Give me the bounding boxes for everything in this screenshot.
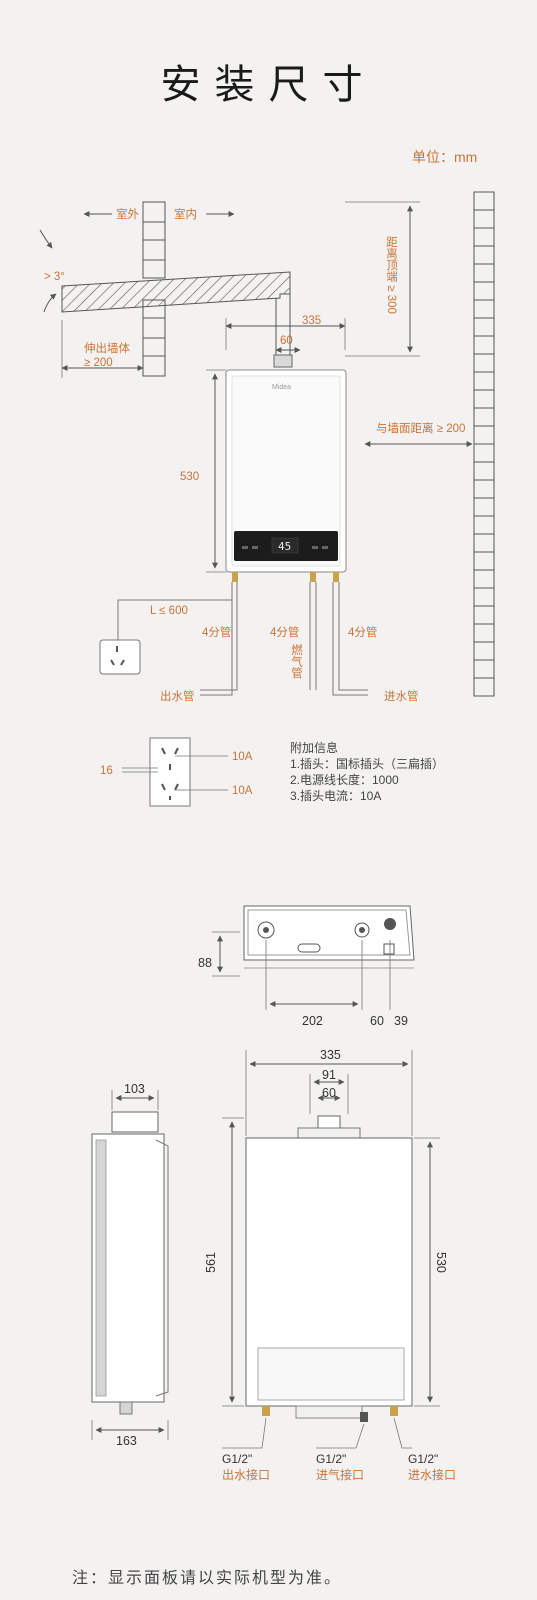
inlet-name: 进水接口 [408, 1468, 457, 1482]
cable-length-label: L ≤ 600 [150, 605, 188, 617]
outdoor-label: 室外 [116, 209, 139, 221]
extend-value: ≥ 200 [84, 357, 113, 369]
pipe-mid-label: 4分管 [270, 627, 300, 639]
gas-name: 进气接口 [316, 1468, 365, 1482]
outlet-label: 出水管 [160, 691, 195, 703]
indoor-label: 室内 [174, 209, 197, 221]
unit-label: 单位：mm [412, 149, 478, 165]
info-title: 附加信息 [290, 741, 339, 755]
dim-88: 88 [198, 956, 212, 970]
dim-163: 163 [116, 1434, 137, 1448]
plug-current-top: 10A [232, 751, 253, 763]
display-readout: 45 [278, 540, 292, 553]
bottom-view [243, 905, 415, 961]
gas-pipe-label: 燃气管 [290, 644, 302, 679]
right-wall [473, 191, 495, 697]
slope-label: > 3° [44, 271, 65, 283]
top-distance-label: 距离顶端 ≥ 300 [385, 236, 397, 314]
height-530-label: 530 [180, 471, 200, 483]
heater-flue-collar [273, 354, 293, 368]
dim-39: 39 [394, 1014, 408, 1028]
flue-pipe [61, 271, 291, 313]
page-title: 安装尺寸 [160, 63, 377, 107]
info-item: 1.插头：国标插头（三扁插） [290, 757, 445, 771]
dim-60-front: 60 [322, 1086, 336, 1100]
info-item: 3.插头电流：10A [290, 789, 382, 803]
plug-width-label: 16 [100, 765, 113, 777]
inlet-label: 进水管 [384, 691, 419, 703]
pipe-left-label: 4分管 [202, 627, 232, 639]
dim-530-front: 530 [434, 1252, 448, 1273]
side-view-collar [111, 1111, 159, 1133]
pipe-right-label: 4分管 [348, 627, 378, 639]
dim-103: 103 [124, 1082, 145, 1096]
wall-distance-label: 与墙面距离 ≥ 200 [376, 423, 466, 435]
dim-335: 335 [302, 315, 322, 327]
outlet-name: 出水接口 [222, 1468, 271, 1482]
dim-561: 561 [204, 1252, 218, 1273]
dim-202: 202 [302, 1014, 323, 1028]
info-item: 2.电源线长度：1000 [290, 773, 399, 787]
extend-label: 伸出墙体 [84, 343, 130, 355]
dim-335-front: 335 [320, 1048, 341, 1062]
dim-60-bottom: 60 [370, 1014, 384, 1028]
wall-socket [99, 639, 141, 675]
footer-note: 注：显示面板请以实际机型为准。 [72, 1570, 343, 1587]
dim-91: 91 [322, 1068, 336, 1082]
inlet-size: G1/2" [408, 1452, 439, 1466]
brand-logo: Midea [272, 384, 292, 391]
dim-60: 60 [280, 335, 293, 347]
outlet-size: G1/2" [222, 1452, 253, 1466]
gas-size: G1/2" [316, 1452, 347, 1466]
plug-current-bottom: 10A [232, 785, 253, 797]
